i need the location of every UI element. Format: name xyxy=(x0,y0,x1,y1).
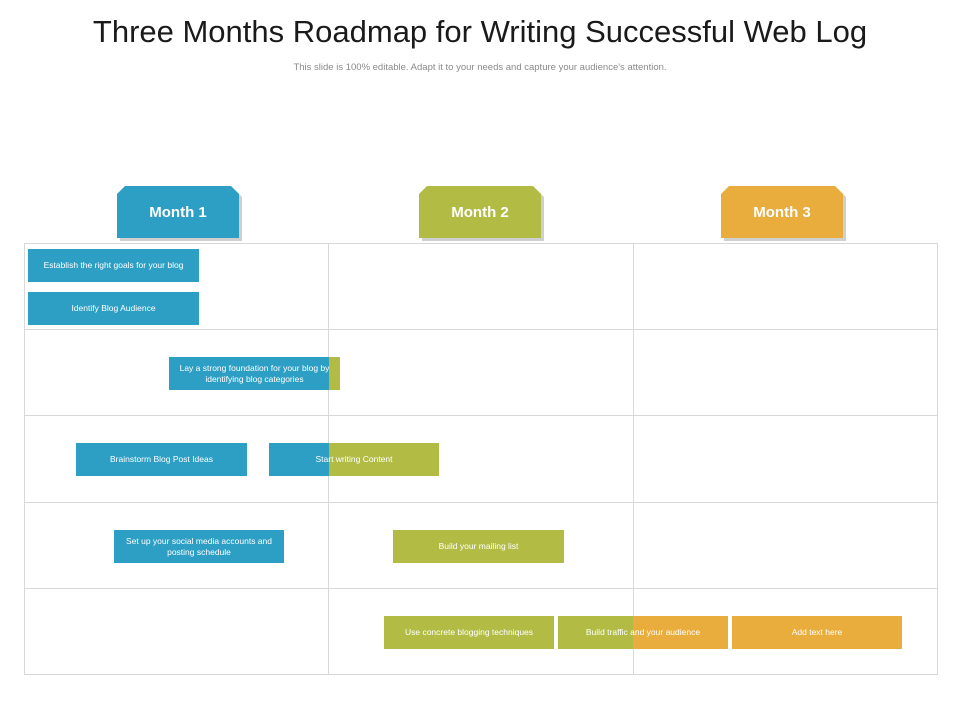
month-2-label: Month 2 xyxy=(419,186,541,238)
task-bar-social-media: Set up your social media accounts and po… xyxy=(114,530,284,563)
month-3-tab: Month 3 xyxy=(721,186,846,241)
grid-line xyxy=(24,329,938,330)
task-bar-mailing-list: Build your mailing list xyxy=(393,530,564,563)
task-bar-establish-goals: Establish the right goals for your blog xyxy=(28,249,199,282)
grid-line xyxy=(24,415,938,416)
task-bar-start-writing: Start writing Content xyxy=(269,443,439,476)
task-bar-identify-audience: Identify Blog Audience xyxy=(28,292,199,325)
grid-line xyxy=(24,243,25,675)
page-title: Three Months Roadmap for Writing Success… xyxy=(92,14,868,49)
grid-line xyxy=(24,588,938,589)
task-bar-lay-foundation: Lay a strong foundation for your blog by… xyxy=(169,357,340,390)
grid-line xyxy=(24,243,938,244)
task-bar-brainstorm-ideas: Brainstorm Blog Post Ideas xyxy=(76,443,247,476)
grid-line xyxy=(24,502,938,503)
task-bar-build-traffic: Build traffic and your audience xyxy=(558,616,728,649)
grid-line xyxy=(24,674,938,675)
task-bar-blogging-techniques: Use concrete blogging techniques xyxy=(384,616,554,649)
roadmap-grid xyxy=(24,243,938,675)
page-subtitle: This slide is 100% editable. Adapt it to… xyxy=(293,62,667,73)
month-1-label: Month 1 xyxy=(117,186,239,238)
grid-line xyxy=(633,243,634,675)
month-3-label: Month 3 xyxy=(721,186,843,238)
task-bar-add-text: Add text here xyxy=(732,616,902,649)
month-1-tab: Month 1 xyxy=(117,186,242,241)
grid-line xyxy=(937,243,938,675)
month-2-tab: Month 2 xyxy=(419,186,544,241)
